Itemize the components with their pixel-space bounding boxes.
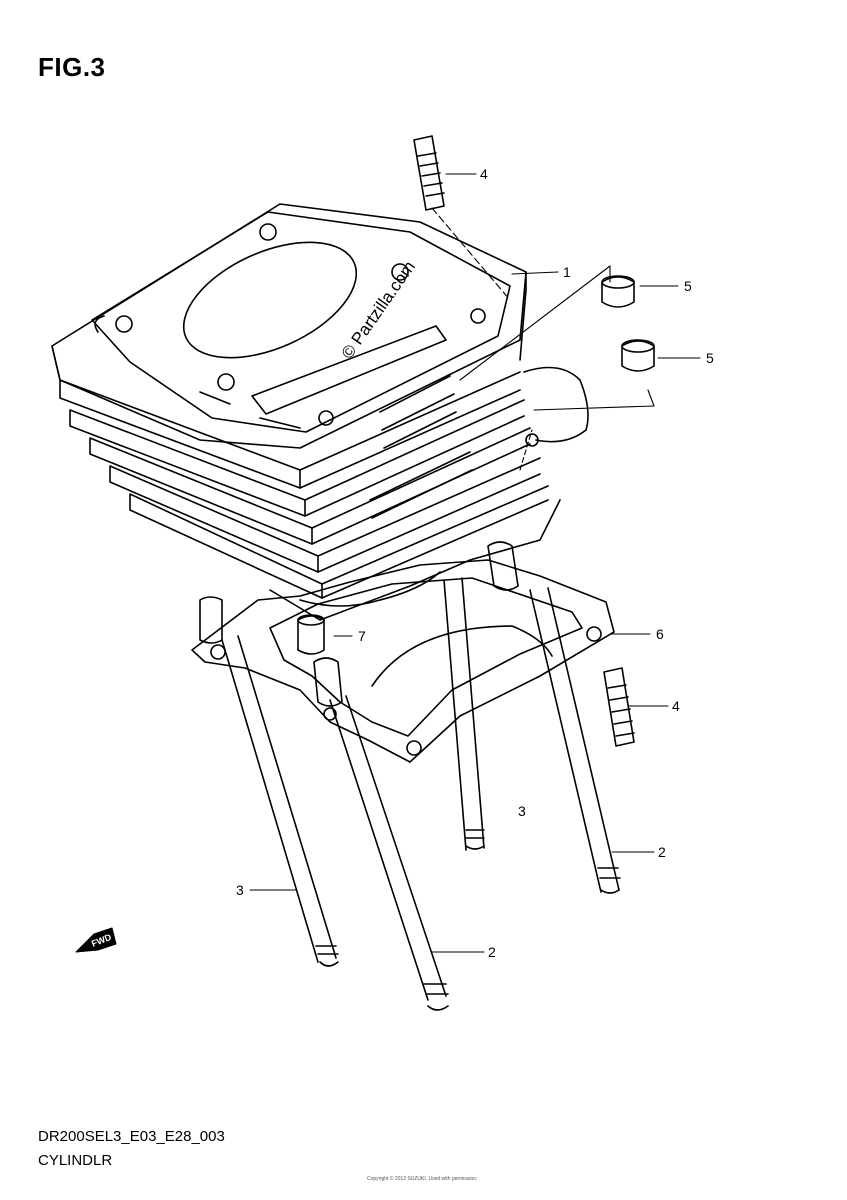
dowel-pin	[297, 614, 325, 655]
forward-arrow-icon	[75, 927, 117, 953]
figure-title: FIG.3	[38, 52, 106, 82]
cylinder-body	[51, 203, 589, 621]
callout-5-lower: 5	[706, 350, 714, 366]
diagram-code: DR200SEL3_E03_E28_003	[38, 1128, 225, 1145]
callout-6: 6	[656, 626, 664, 642]
cylinder-stud-front-right	[313, 657, 449, 1011]
callout-3-center: 3	[518, 803, 526, 819]
callout-4-right: 4	[672, 698, 680, 714]
callout-3-left: 3	[236, 882, 244, 898]
short-stud-top	[413, 135, 445, 211]
fine-print: Copyright © 2012 SUZUKI. Used with permi…	[367, 1176, 478, 1182]
callout-2-bottom: 2	[488, 944, 496, 960]
short-stud-right	[603, 667, 635, 747]
watermark-text: © Partzilla.com	[338, 258, 419, 363]
cylinder-stud-rear-right-top	[487, 541, 519, 591]
cylinder-stud-front-left	[199, 596, 339, 967]
callout-1: 1	[563, 264, 571, 280]
callout-2-right: 2	[658, 844, 666, 860]
cylinder-stud-rear-left	[443, 577, 485, 851]
bushing-lower	[621, 339, 655, 372]
cylinder-base-gasket	[191, 559, 615, 763]
callout-4-top: 4	[480, 166, 488, 182]
callout-5-upper: 5	[684, 278, 692, 294]
cylinder-stud-rear-right	[529, 587, 621, 894]
diagram-name: CYLINDLR	[38, 1152, 113, 1169]
bushing-upper	[601, 275, 635, 308]
callout-7: 7	[358, 628, 366, 644]
